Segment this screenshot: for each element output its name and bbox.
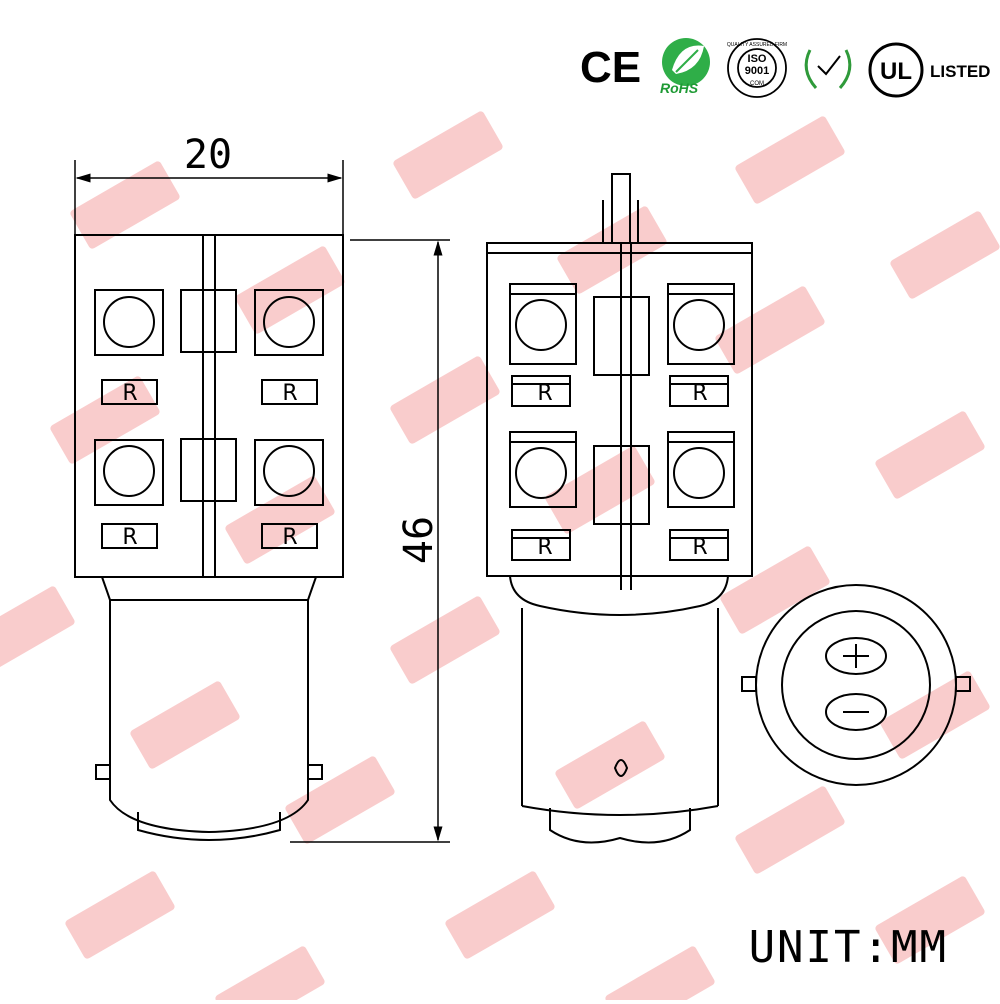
watermark-tile — [875, 411, 985, 499]
watermark-tile — [890, 211, 1000, 299]
bulb-front-view — [74, 234, 344, 841]
watermark-tile — [445, 871, 555, 959]
watermark-tile — [285, 756, 395, 844]
certification-logos: CE RoHS LISTED — [580, 38, 990, 102]
led-resistor-label: R — [122, 381, 137, 406]
iso-9001-icon — [727, 38, 787, 98]
dimension-height — [290, 239, 450, 843]
led-resistor-label: R — [282, 525, 297, 550]
watermark-tile — [715, 286, 825, 374]
led-resistor-label: R — [537, 535, 552, 560]
watermark-tile — [70, 161, 180, 249]
bulb-side-view — [486, 173, 753, 844]
led-resistor-label: R — [282, 381, 297, 406]
watermark-tile — [545, 446, 655, 534]
rohs-label: RoHS — [660, 80, 699, 96]
watermark-tile — [735, 116, 845, 204]
led-resistor-label: R — [692, 535, 707, 560]
quality-laurel-icon — [804, 49, 852, 89]
iso-main-label: ISO — [748, 53, 767, 65]
led-resistor-label: R — [537, 381, 552, 406]
watermark-tile — [225, 476, 335, 564]
watermark-tile — [0, 586, 75, 674]
watermark-tile — [720, 546, 830, 634]
width-dimension-label: 20 — [184, 132, 232, 178]
rohs-icon — [662, 38, 710, 86]
led-resistor-label: R — [122, 525, 137, 550]
watermark-tile — [390, 596, 500, 684]
watermark-tile — [65, 871, 175, 959]
watermark-tile — [50, 376, 160, 464]
watermark-tile — [215, 946, 325, 1004]
watermark-tile — [735, 786, 845, 874]
unit-label: UNIT:MM — [748, 922, 948, 973]
watermark-tile — [557, 206, 667, 294]
watermark-tile — [875, 876, 985, 964]
height-dimension-label: 46 — [396, 516, 442, 564]
dimension-width — [74, 160, 344, 235]
ul-listed-label: LISTED — [930, 62, 991, 81]
watermark-tile — [130, 681, 240, 769]
iso-ring-label: QUALITY ASSURED FIRM — [727, 42, 787, 48]
watermark-tile — [393, 111, 503, 199]
ul-label: UL — [880, 58, 912, 85]
led-resistor-label: R — [692, 381, 707, 406]
iso-number-label: 9001 — [745, 65, 769, 77]
ul-listed-icon — [868, 42, 924, 98]
watermark-tile — [605, 946, 715, 1004]
ce-mark: CE — [580, 43, 642, 92]
base-bottom-view — [741, 584, 971, 786]
watermark-tile — [390, 356, 500, 444]
watermark-tile — [555, 721, 665, 809]
iso-com-label: COM — [750, 81, 764, 87]
